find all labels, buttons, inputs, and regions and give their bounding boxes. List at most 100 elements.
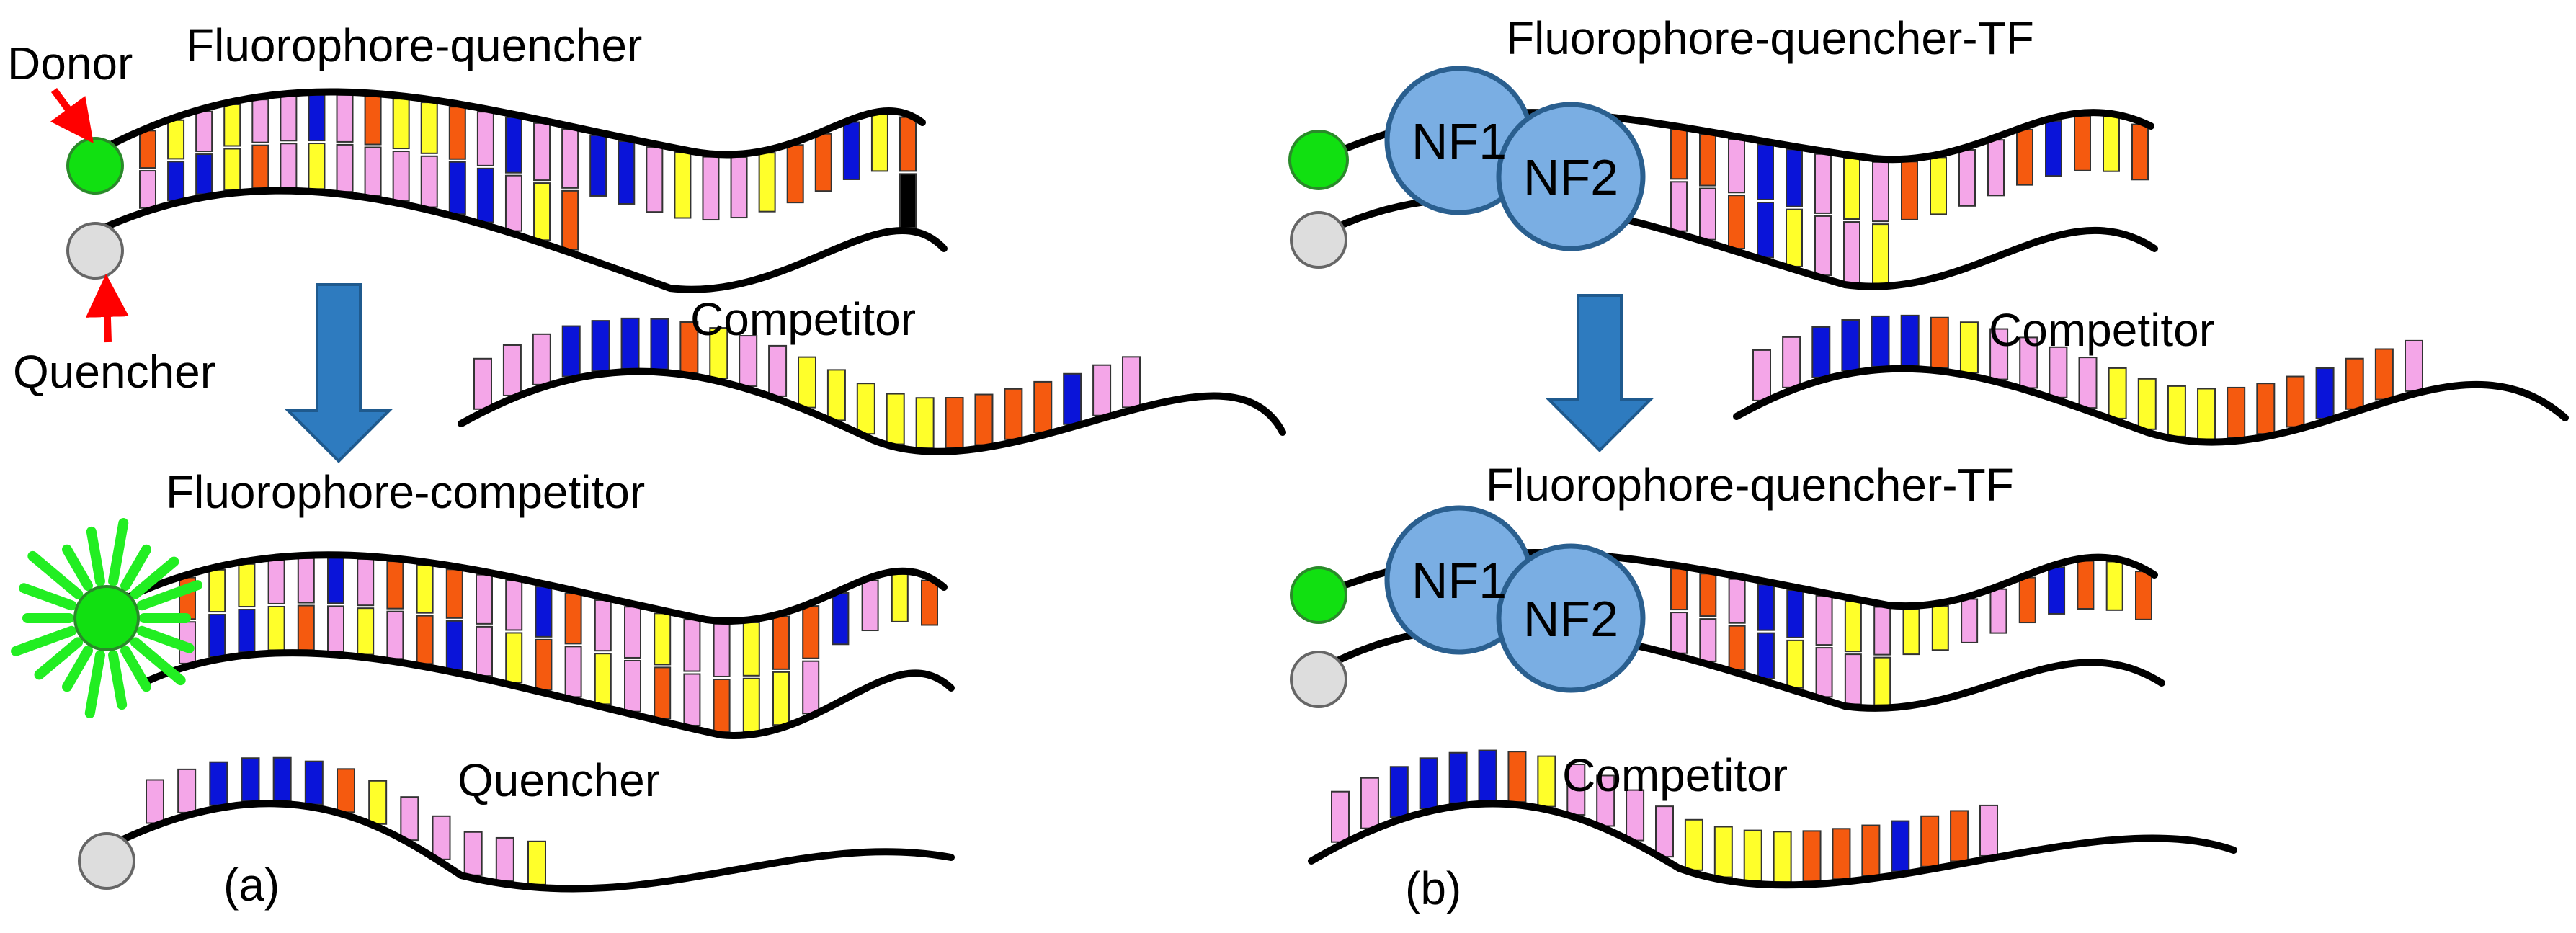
- b-competitor-bar: [2345, 357, 2364, 410]
- a-quencher-strand-label: Quencher: [458, 754, 660, 806]
- b-competitor-bottom-bar: [1626, 789, 1645, 842]
- fluorescence-glow-icon: [11, 518, 202, 718]
- b-top-bar-bottom: [1872, 223, 1889, 285]
- b-bottom-bar-top: [1873, 606, 1891, 656]
- a-competitor-bar: [739, 335, 758, 388]
- a-top-bar-top: [364, 95, 382, 146]
- a-top-bar-top: [899, 116, 917, 172]
- b-competitor-bar: [1811, 326, 1831, 378]
- b-competitor-bar: [2256, 383, 2276, 435]
- a-bottom-bar-bottom: [535, 638, 553, 691]
- a-top-title: Fluorophore-quencher: [186, 19, 642, 71]
- a-top-bar-top: [814, 133, 832, 192]
- a-quencher-bar: [368, 780, 388, 825]
- a-competitor-bar: [561, 325, 581, 378]
- b-bottom-bar-top: [1989, 588, 2007, 634]
- b-bottom-bar-top: [1961, 598, 1979, 643]
- b-competitor-bar: [2315, 367, 2335, 419]
- b-competitor-bottom-bar: [1979, 804, 1998, 857]
- a-bottom-bar-top: [713, 622, 731, 677]
- b-bottom-bar-bottom: [1670, 612, 1688, 654]
- a-bottom-bar-top: [238, 563, 256, 608]
- a-bottom-bar-top: [594, 599, 612, 652]
- a-free-quencher-icon: [78, 832, 135, 890]
- a-top-bar-bottom: [223, 148, 241, 192]
- a-top-bar-top: [842, 121, 860, 180]
- a-bottom-bar-top: [921, 579, 938, 626]
- b-competitor-bottom-bar: [1861, 824, 1881, 877]
- a-bottom-bar-bottom: [327, 605, 344, 653]
- b-top-bar-top: [2103, 115, 2120, 172]
- b-bottom-bar-top: [1902, 608, 1920, 656]
- a-bottom-bar-bottom: [357, 607, 375, 656]
- a-top-bar-bottom: [139, 170, 156, 209]
- a-top-bar-top: [702, 156, 720, 221]
- a-quencher-bar: [432, 815, 451, 860]
- b-bottom-bar-top: [2018, 576, 2036, 624]
- a-quencher-bar: [337, 768, 355, 813]
- b-bottom-nf2-label: NF2: [1523, 591, 1618, 647]
- b-bottom-bar-top: [1670, 568, 1688, 611]
- b-top-bar-bottom: [1843, 221, 1860, 284]
- a-top-bar-bottom: [899, 173, 917, 229]
- b-top-quencher-icon: [1290, 211, 1347, 269]
- b-top-bar-top: [1872, 161, 1889, 223]
- a-competitor-bar: [915, 397, 935, 450]
- a-top-bar-bottom: [504, 174, 522, 232]
- b-competitor-bar: [2405, 339, 2423, 392]
- b-bottom-bar-bottom: [1815, 647, 1833, 698]
- b-competitor-bottom-bar: [1773, 831, 1792, 883]
- a-top-bar-top: [618, 140, 636, 205]
- b-competitor-bar: [2197, 388, 2216, 440]
- donor-pointer-icon: [50, 88, 94, 144]
- b-competitor-label: Competitor: [1989, 304, 2214, 356]
- glow-ray: [62, 544, 93, 591]
- a-bottom-bar-top: [624, 606, 641, 659]
- b-competitor-bar: [1930, 316, 1949, 369]
- b-bottom-bar-top: [1931, 605, 1949, 651]
- a-top-bar-top: [195, 110, 213, 153]
- a-bottom-bar-top: [445, 568, 463, 619]
- b-bottom-bar-top: [2077, 560, 2095, 610]
- a-quencher-bar: [527, 840, 546, 885]
- a-bottom-bar-top: [832, 592, 850, 646]
- b-bottom-bar-top: [1699, 573, 1717, 617]
- b-bottom-bar-bottom: [1699, 618, 1717, 662]
- a-quencher-bar: [177, 768, 197, 813]
- a-bottom-bar-top: [357, 558, 375, 607]
- b-competitor-strand: [1733, 365, 2569, 446]
- a-bottom-bar-bottom: [416, 615, 434, 665]
- b-competitor-bottom-strand: [1308, 800, 2237, 889]
- a-bottom-bar-bottom: [802, 660, 820, 715]
- a-bottom-bar-bottom: [445, 620, 463, 671]
- b-competitor-bottom-bar: [1478, 749, 1497, 802]
- b-bottom-bar-top: [1844, 600, 1862, 653]
- a-competitor-bar: [798, 356, 816, 409]
- a-competitor-bar: [886, 393, 905, 445]
- a-bottom-bar-top: [772, 615, 790, 670]
- a-top-bar-top: [589, 134, 607, 197]
- a-top-bar-bottom: [448, 161, 466, 215]
- b-top-bar-top: [1843, 157, 1860, 220]
- b-competitor-bar: [2137, 378, 2157, 430]
- b-bottom-bar-bottom: [1728, 625, 1746, 671]
- glow-ray: [130, 637, 186, 686]
- base-pair-bars: [139, 94, 2423, 885]
- a-bottom-bar-top: [416, 564, 434, 614]
- quencher-pointer-icon: [85, 274, 129, 343]
- b-competitor-bottom-bar: [1713, 826, 1733, 878]
- a-bottom-bar-top: [742, 621, 760, 677]
- a-top-bar-top: [674, 151, 692, 219]
- glow-ray: [34, 637, 84, 680]
- a-top-bar-top: [167, 119, 185, 160]
- b-competitor-bottom-label: Competitor: [1562, 749, 1788, 801]
- a-top-bar-bottom: [336, 143, 354, 193]
- b-competitor-bottom-bar: [1920, 815, 1940, 867]
- glow-ray: [120, 544, 151, 591]
- b-competitor-bar: [2167, 385, 2186, 437]
- a-top-bar-top: [646, 146, 664, 213]
- b-competitor-bar: [1989, 328, 2009, 380]
- a-competitor-bar: [502, 344, 522, 396]
- b-top-bar-top: [2131, 123, 2149, 181]
- b-competitor-bar: [1959, 321, 1979, 374]
